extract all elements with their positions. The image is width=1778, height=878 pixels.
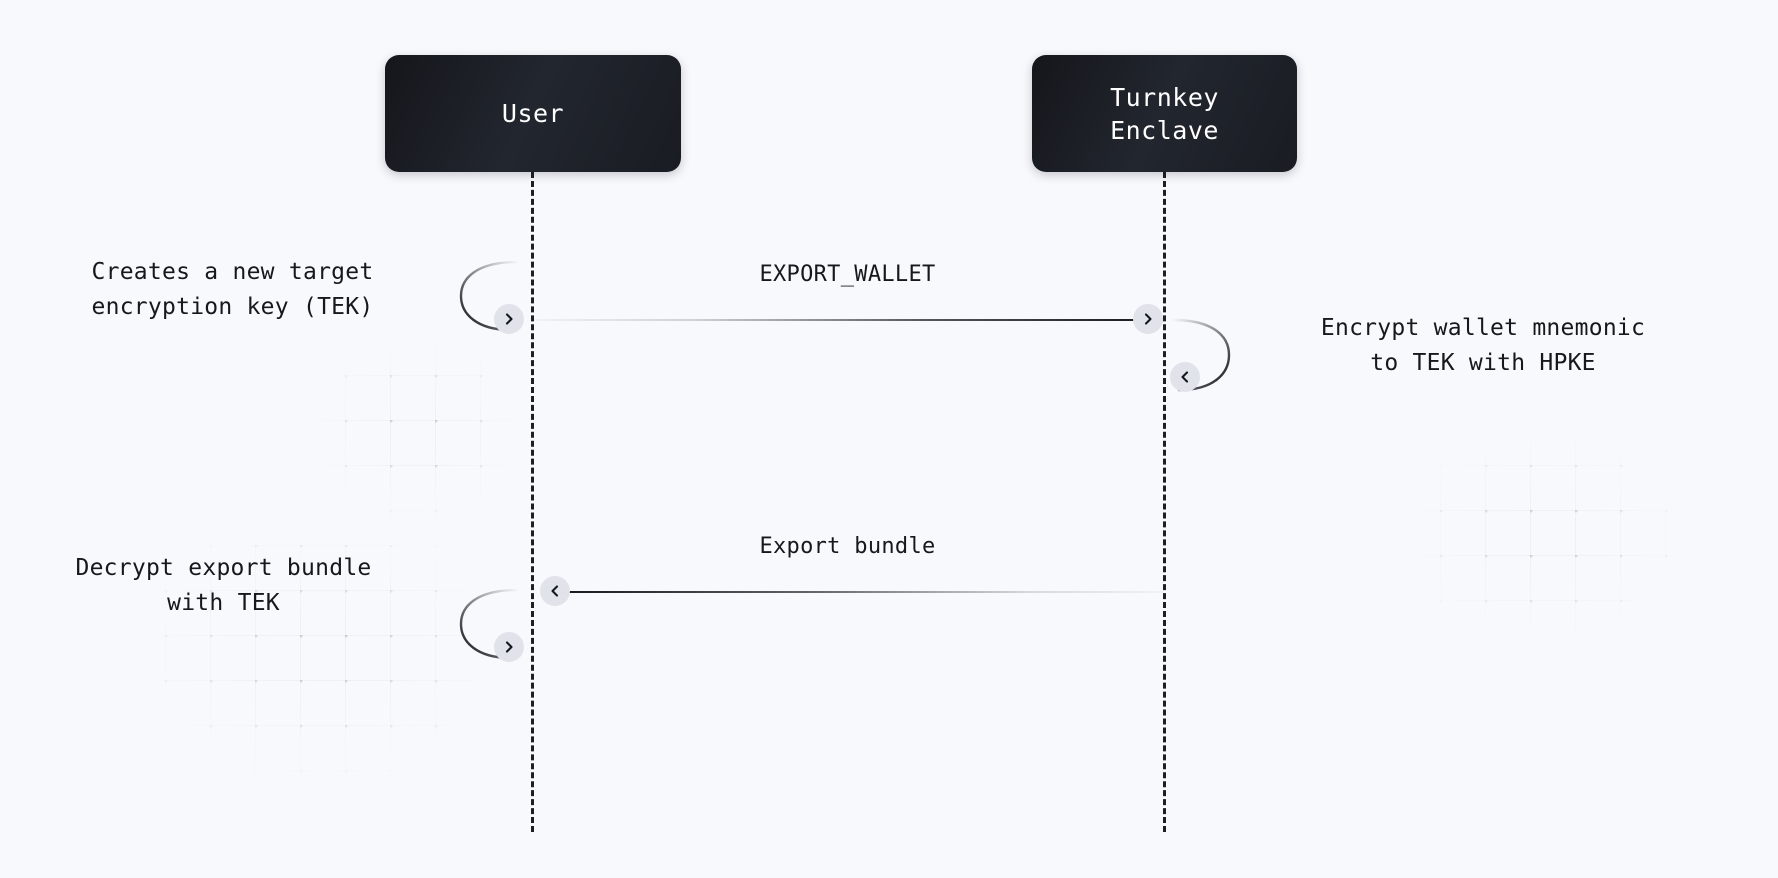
message-arrow-export-bundle — [560, 591, 1164, 593]
message-arrow-export-wallet — [534, 319, 1162, 321]
note-encrypt-hpke: Encrypt wallet mnemonic to TEK with HPKE — [1320, 315, 1646, 376]
chevron-right-icon — [1133, 304, 1163, 334]
chevron-right-icon — [494, 632, 524, 662]
chevron-left-icon — [540, 576, 570, 606]
participant-user[interactable]: User — [385, 55, 681, 172]
message-label-export-bundle: Export bundle — [759, 534, 936, 559]
chevron-left-icon — [1170, 362, 1200, 392]
chevron-right-icon — [494, 304, 524, 334]
message-label-export-wallet: EXPORT_WALLET — [759, 262, 936, 287]
self-loop-enclave-encrypts — [1171, 318, 1231, 392]
self-loop-user-creates-tek — [459, 260, 519, 332]
lifeline-enclave — [1163, 172, 1166, 832]
note-decrypt-bundle: Decrypt export bundle with TEK — [75, 555, 372, 616]
participant-enclave[interactable]: Turnkey Enclave — [1032, 55, 1297, 172]
background-grid-decoration — [300, 330, 530, 530]
background-grid-decoration — [1395, 420, 1695, 650]
lifeline-user — [531, 172, 534, 832]
note-create-tek: Creates a new target encryption key (TEK… — [91, 259, 374, 320]
self-loop-user-decrypts — [459, 588, 519, 660]
